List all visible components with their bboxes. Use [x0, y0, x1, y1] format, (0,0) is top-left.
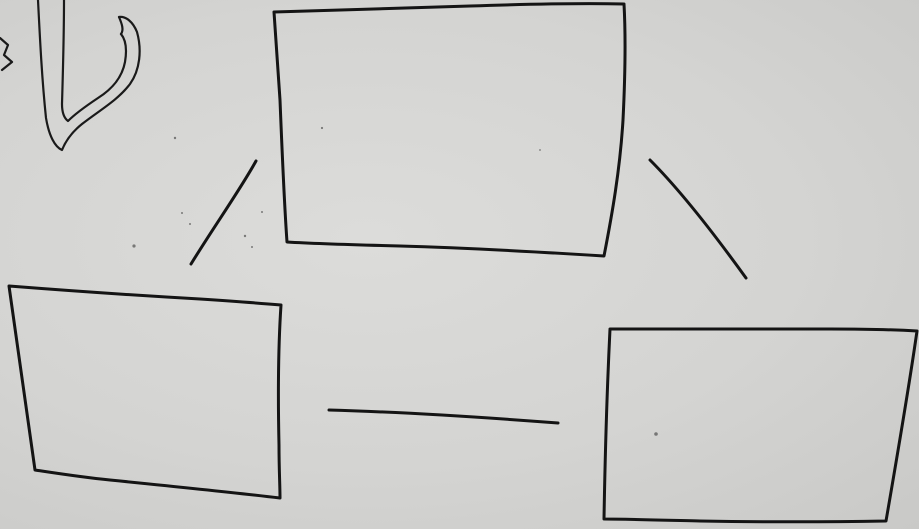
box-top — [274, 4, 625, 256]
box-bottom-right — [604, 329, 917, 522]
box-bottom-left — [9, 286, 281, 498]
connector-left-to-right — [329, 410, 558, 423]
partial-hand-drawn-glyph — [0, 0, 140, 150]
connector-top-to-left — [191, 161, 256, 264]
connector-top-to-right — [650, 160, 746, 278]
paper-specks — [132, 127, 657, 436]
